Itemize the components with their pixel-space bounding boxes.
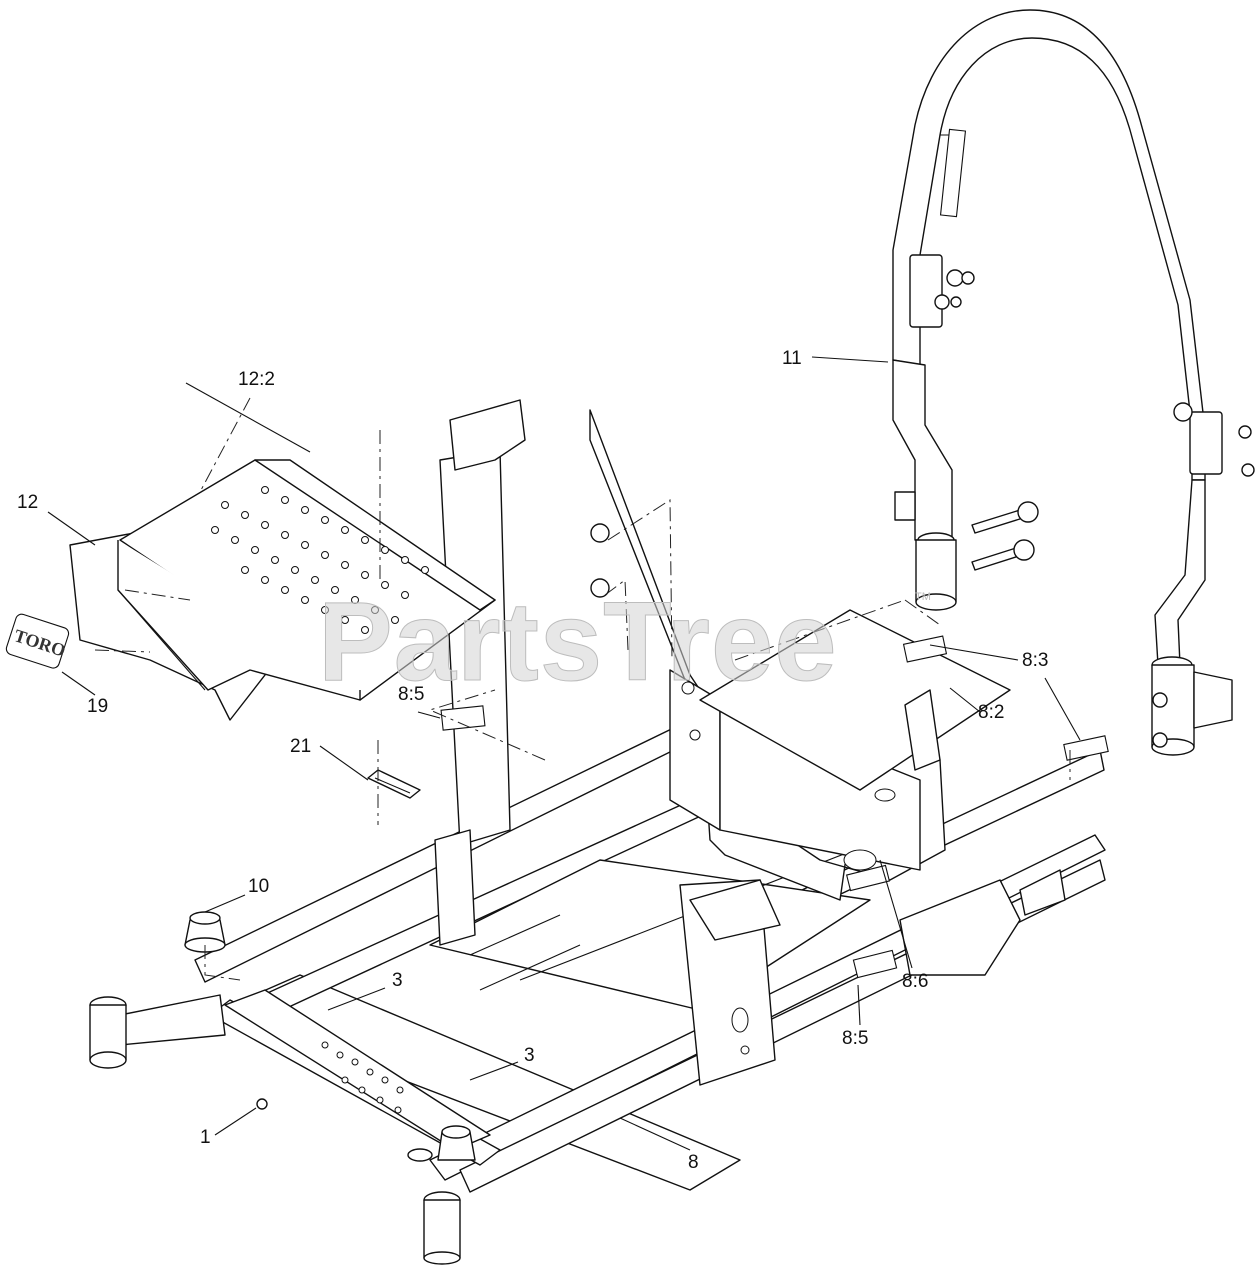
callout-3-upper[interactable]: 3 (392, 970, 403, 991)
callout-3-lower[interactable]: 3 (524, 1045, 535, 1066)
watermark-tm: TM (915, 591, 931, 603)
toro-decal[interactable]: TORO (5, 613, 70, 670)
callout-8-5-bottom[interactable]: 8:5 (842, 1028, 868, 1049)
floor-pan[interactable] (69, 459, 496, 721)
callout-11[interactable]: 11 (782, 348, 802, 369)
grommet[interactable] (367, 769, 421, 799)
watermark-text: PartsTree (318, 579, 838, 704)
callout-19[interactable]: 19 (87, 696, 108, 717)
leader-lines (47, 356, 1081, 1151)
roll-bar[interactable] (892, 9, 1255, 756)
callout-1[interactable]: 1 (200, 1127, 211, 1148)
callout-8[interactable]: 8 (688, 1152, 699, 1173)
bumper-right[interactable] (437, 1125, 476, 1161)
watermark: PartsTree TM (318, 579, 931, 705)
callouts: 12:2 12 19 21 11 8:5 8:3 8:2 10 3 3 1 8 … (17, 348, 1048, 1173)
callout-12[interactable]: 12 (17, 492, 38, 513)
main-frame[interactable] (89, 399, 1109, 1265)
pan-holes (211, 486, 429, 634)
callout-8-3[interactable]: 8:3 (1022, 650, 1048, 671)
callout-8-2[interactable]: 8:2 (978, 702, 1004, 723)
callout-8-6[interactable]: 8:6 (902, 971, 928, 992)
callout-12-2[interactable]: 12:2 (238, 369, 275, 390)
callout-21[interactable]: 21 (290, 736, 311, 757)
callout-8-5-top[interactable]: 8:5 (398, 684, 424, 705)
nuts[interactable] (256, 523, 610, 1110)
callout-10[interactable]: 10 (248, 876, 269, 897)
phantom-lines (94, 397, 1071, 981)
